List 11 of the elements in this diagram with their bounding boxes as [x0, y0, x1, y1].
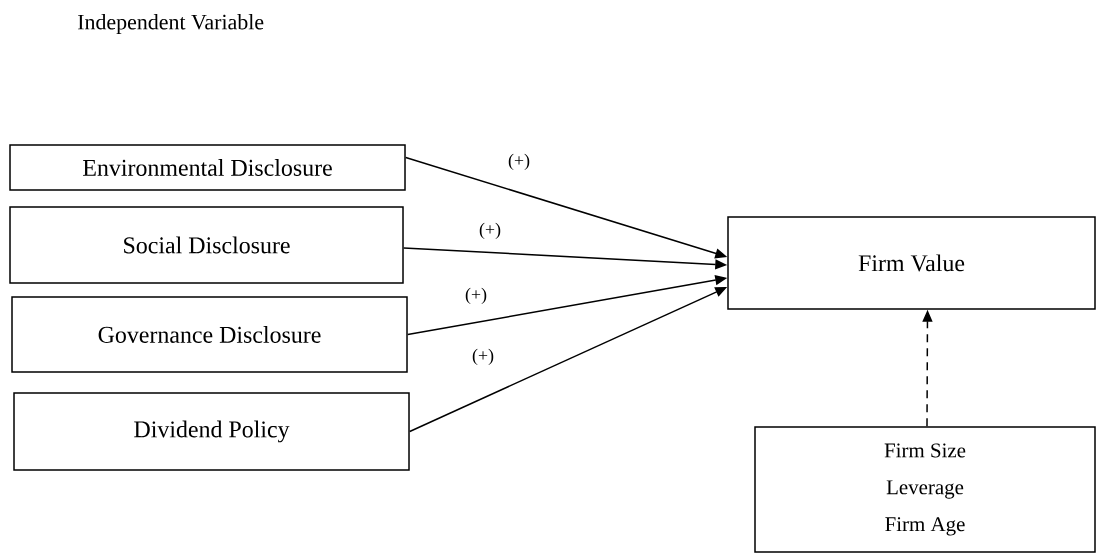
variable-box: Social Disclosure [9, 206, 404, 284]
section-label: Independent Variable [78, 14, 264, 34]
variable-box: Governance Disclosure [11, 296, 408, 373]
control-variables-box: Firm Size Leverage Firm Age [754, 426, 1096, 553]
edge-label: (+) [507, 152, 532, 172]
edge-label: (+) [471, 347, 496, 367]
variable-box: Environmental Disclosure [9, 144, 406, 191]
edge-label: (+) [464, 286, 489, 306]
variable-box: Firm Value [727, 216, 1096, 310]
edge-label: (+) [478, 221, 503, 241]
variable-box: Dividend Policy [13, 392, 410, 471]
